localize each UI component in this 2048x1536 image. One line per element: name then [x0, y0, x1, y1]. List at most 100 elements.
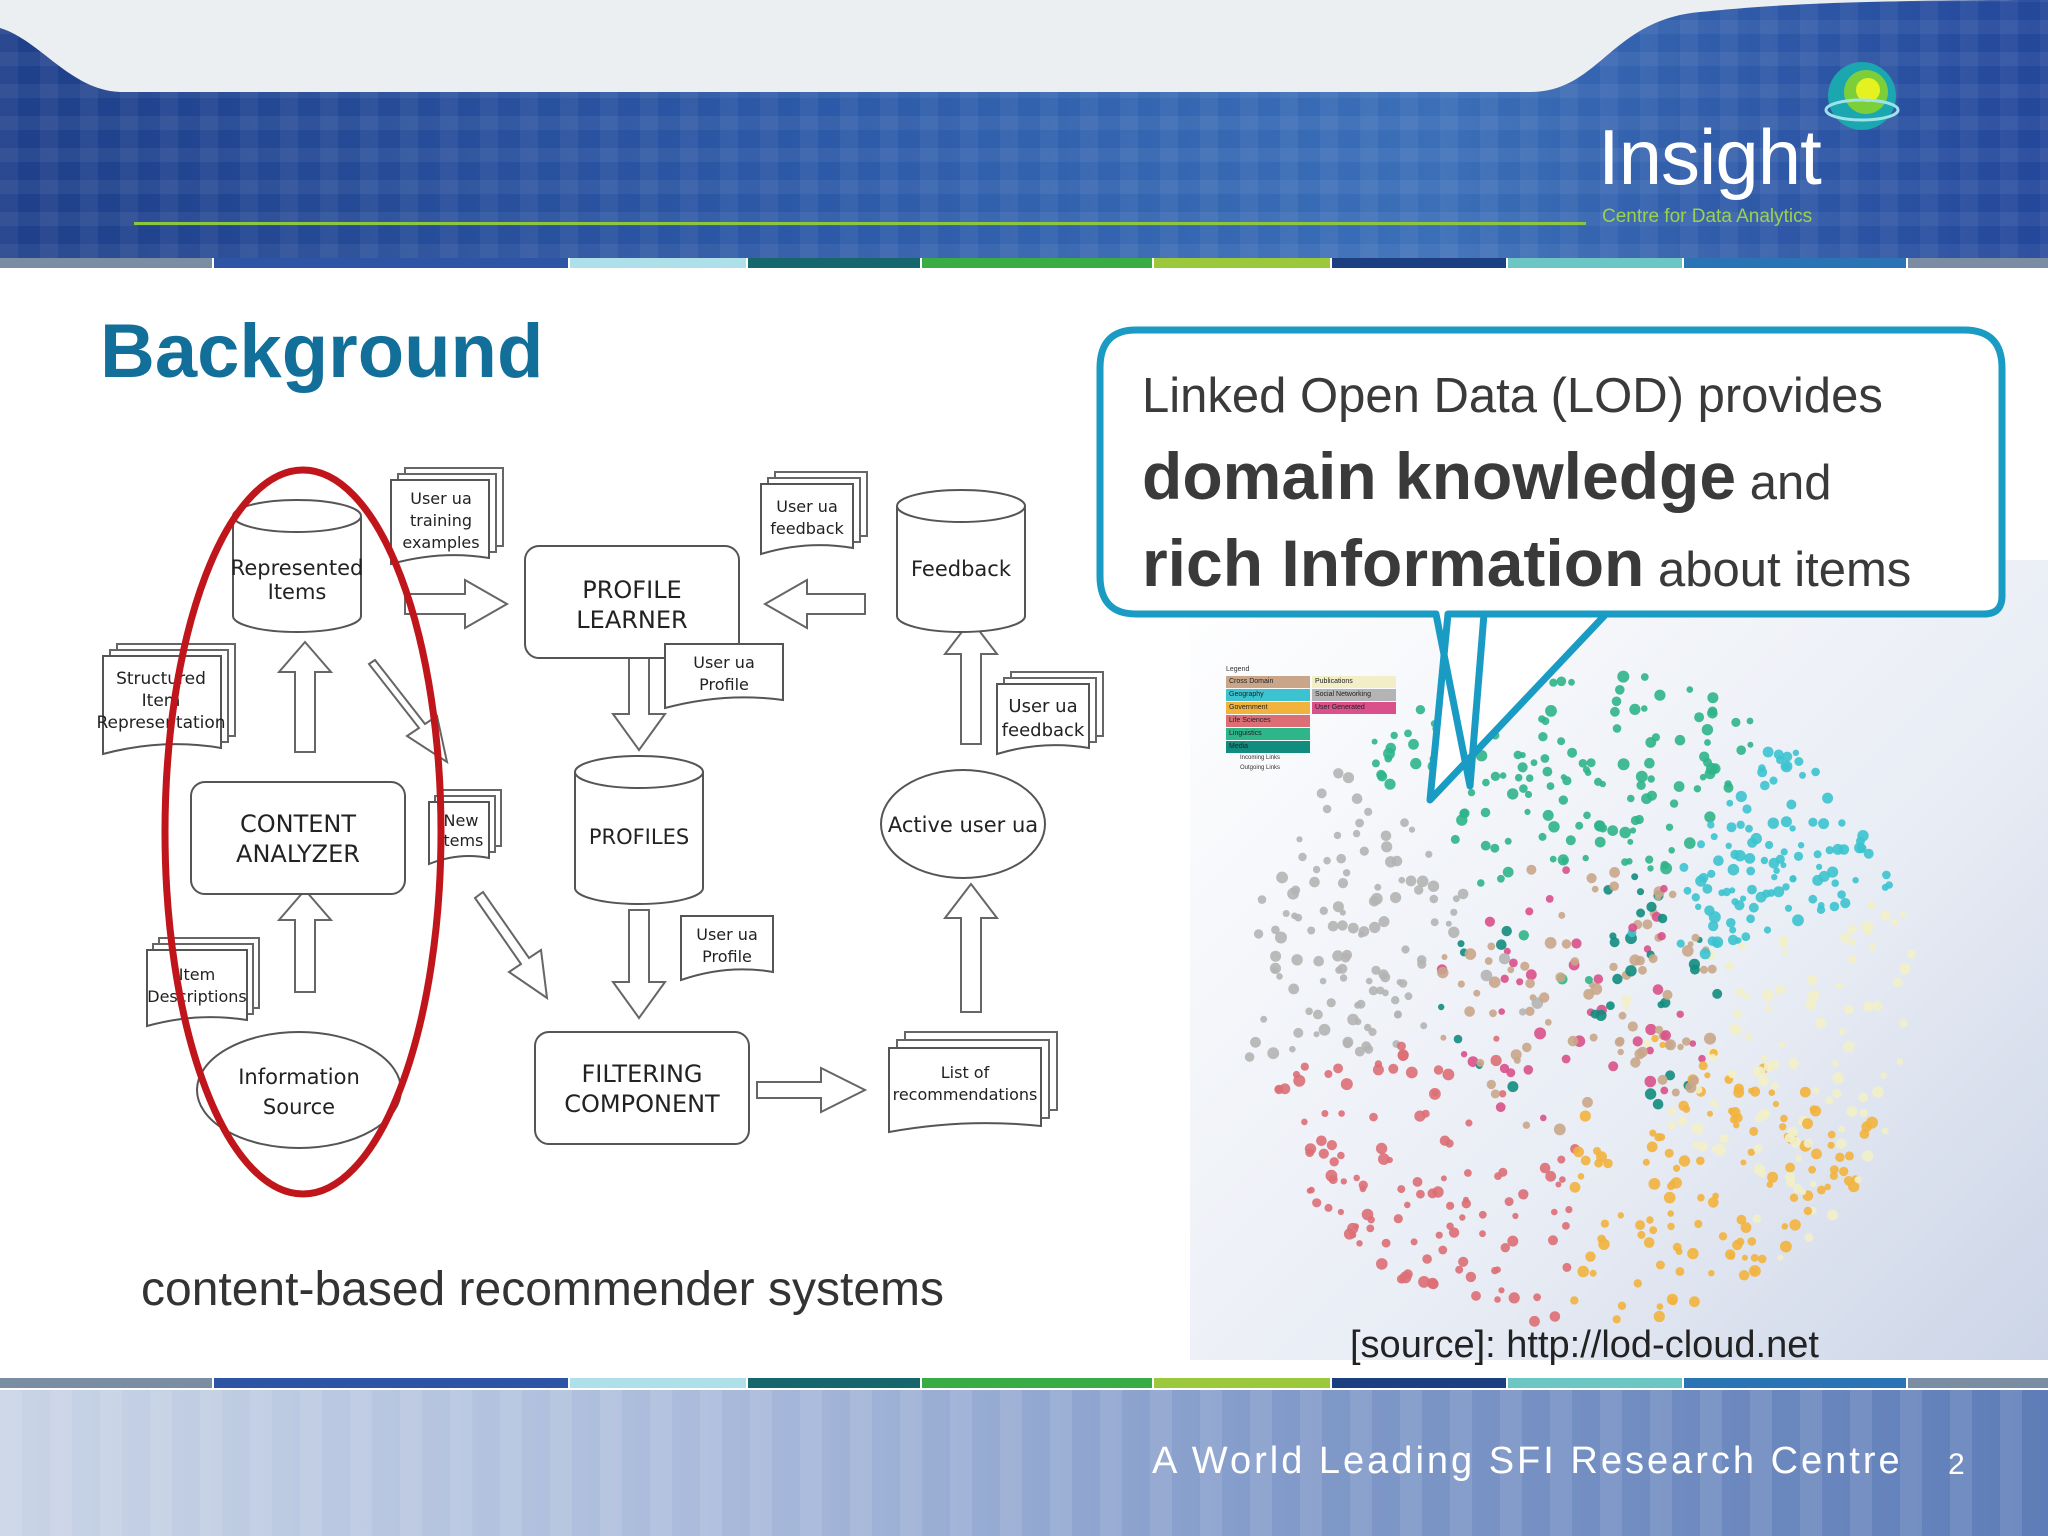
- lod-node: [1702, 884, 1713, 894]
- lod-node: [1569, 1181, 1581, 1193]
- lod-node: [1291, 885, 1301, 895]
- lod-node: [1647, 865, 1654, 872]
- lod-node: [1707, 821, 1715, 829]
- lod-node: [1498, 1090, 1507, 1098]
- lod-node: [1729, 1023, 1739, 1034]
- lod-node: [1742, 804, 1752, 814]
- lod-node: [1491, 1266, 1499, 1275]
- lod-node: [1769, 776, 1778, 785]
- lod-node: [1725, 842, 1732, 849]
- globe-icon: [1824, 62, 1900, 130]
- lod-node: [1707, 964, 1717, 974]
- lod-node: [1651, 1034, 1659, 1043]
- lod-node: [1649, 1226, 1658, 1235]
- lod-node: [1630, 815, 1640, 826]
- lod-node: [1455, 1265, 1464, 1274]
- lod-node: [1343, 1228, 1356, 1240]
- lod-node: [1518, 1189, 1529, 1200]
- legend-item: Media: [1226, 741, 1310, 753]
- lod-node: [1557, 737, 1566, 746]
- lod-node: [1289, 1045, 1296, 1053]
- lod-node: [1852, 877, 1859, 884]
- lod-node: [1561, 1054, 1571, 1064]
- lod-node: [1490, 1089, 1500, 1099]
- structured-item-representation: Structured Item Representation: [96, 643, 236, 756]
- lod-node: [1561, 939, 1572, 949]
- svg-text:Information: Information: [238, 1065, 360, 1089]
- lod-node: [1738, 942, 1746, 950]
- svg-text:New: New: [444, 811, 479, 830]
- lod-node: [1675, 1248, 1683, 1255]
- lod-node: [1727, 863, 1740, 876]
- lod-node: [1416, 875, 1429, 888]
- lod-node: [1442, 1068, 1455, 1081]
- footer-tagline: A World Leading SFI Research Centre: [1152, 1440, 1903, 1482]
- lod-node: [1617, 1301, 1627, 1310]
- lod-node: [1499, 772, 1507, 779]
- lod-node: [1415, 705, 1426, 715]
- lod-node: [1319, 906, 1328, 915]
- lod-node: [1486, 1079, 1496, 1090]
- svg-text:FILTERING: FILTERING: [581, 1060, 702, 1088]
- lod-node: [1276, 871, 1288, 884]
- lod-node: [1777, 1254, 1784, 1261]
- lod-cloud-diagram: [1244, 670, 1916, 1327]
- lod-node: [1347, 922, 1359, 934]
- lod-node: [1507, 966, 1515, 974]
- lod-node: [1757, 767, 1768, 778]
- lod-node: [1612, 1315, 1621, 1324]
- lod-node: [1799, 1086, 1811, 1098]
- lod-node: [1381, 841, 1393, 853]
- lod-node: [1881, 1127, 1889, 1135]
- lod-node: [1859, 1108, 1868, 1118]
- lod-node: [1570, 957, 1580, 966]
- lod-node: [1749, 1126, 1759, 1136]
- lod-node: [1893, 977, 1903, 988]
- recommender-architecture-diagram: Represented Items Structured Item Repres…: [96, 466, 1104, 1198]
- lod-node: [1471, 1291, 1481, 1301]
- lod-node: [1404, 992, 1413, 1001]
- lod-node: [1682, 945, 1694, 957]
- lod-node: [1724, 961, 1734, 971]
- lod-node: [1448, 1227, 1460, 1238]
- lod-node: [1603, 1158, 1613, 1169]
- lod-node: [1735, 790, 1747, 803]
- lod-node: [1792, 1183, 1802, 1193]
- lod-node: [1676, 1010, 1684, 1018]
- lod-node: [1546, 782, 1555, 790]
- svg-text:User ua: User ua: [776, 497, 838, 516]
- lod-node: [1645, 855, 1654, 864]
- lod-node: [1704, 739, 1711, 746]
- lod-node: [1699, 751, 1710, 762]
- lod-node: [1558, 911, 1566, 919]
- lod-node: [1617, 1048, 1624, 1056]
- lod-node: [1484, 916, 1495, 927]
- lod-node: [1559, 1176, 1566, 1183]
- represented-items-cylinder: Represented Items: [231, 499, 363, 633]
- lod-node: [1594, 1158, 1603, 1168]
- lod-node: [1378, 916, 1390, 928]
- lod-node: [1512, 1212, 1519, 1220]
- lod-node: [1502, 866, 1514, 878]
- lod-node: [1649, 1129, 1657, 1137]
- lod-node: [1507, 1235, 1519, 1247]
- active-user-node: Active user ua: [880, 769, 1046, 879]
- lod-node: [1465, 1119, 1473, 1127]
- lod-node: [1324, 1070, 1333, 1078]
- lod-node: [1416, 1189, 1425, 1199]
- lod-node: [1832, 1060, 1839, 1067]
- legend-incoming-links: Incoming Links: [1240, 755, 1281, 761]
- lod-node: [1309, 876, 1320, 888]
- lod-node: [1548, 821, 1560, 833]
- lod-node: [1503, 947, 1511, 955]
- lod-node: [1838, 1125, 1845, 1133]
- lod-node: [1829, 1165, 1839, 1174]
- lod-node: [1577, 1173, 1585, 1180]
- svg-text:Profile: Profile: [699, 675, 749, 694]
- lod-node: [1636, 908, 1646, 918]
- lod-node: [1848, 955, 1857, 964]
- lod-node: [1778, 1041, 1786, 1049]
- lod-node: [1726, 918, 1736, 928]
- lod-node: [1746, 914, 1755, 924]
- lod-node: [1333, 768, 1344, 779]
